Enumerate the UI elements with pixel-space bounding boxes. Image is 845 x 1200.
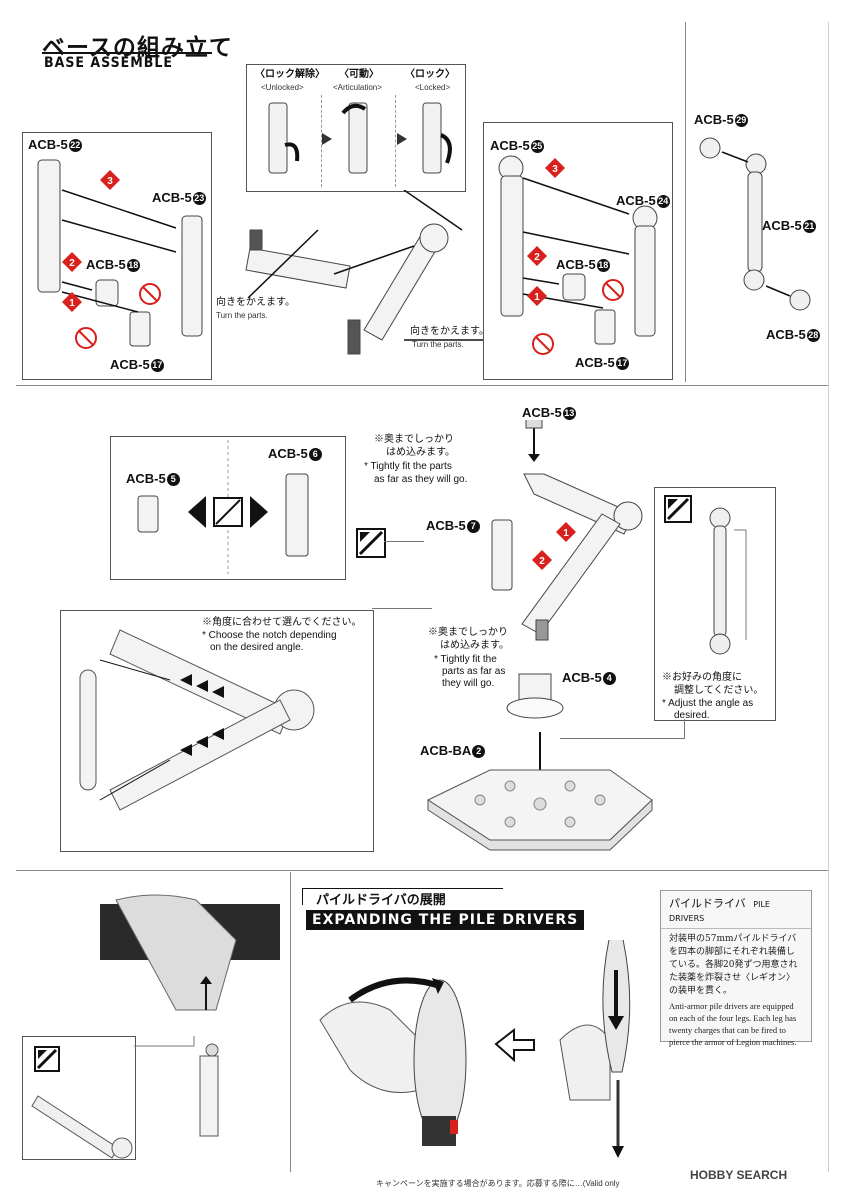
legend-unlocked-en: <Unlocked> <box>261 83 304 92</box>
turn-note-1-jp: 向きをかえます。 <box>216 297 295 308</box>
watermark: HOBBY SEARCH <box>690 1168 788 1182</box>
angle-note-en2: desired. <box>674 710 710 721</box>
svg-text:1: 1 <box>563 528 569 539</box>
legend-articulation-jp: 〈可動〉 <box>339 69 379 80</box>
lock-states-illustration <box>268 102 452 174</box>
svg-text:3: 3 <box>552 164 558 175</box>
lock-legend-box: 〈ロック解除〉 <Unlocked> 〈可動〉 <Articulation> 〈… <box>246 64 466 192</box>
optional-swap-icon <box>356 528 386 558</box>
pile-info-box: パイルドライバ PILE DRIVERS 対装甲の57mmパイルドライバを四本の… <box>660 890 812 1047</box>
rod-assembly-illustration <box>699 137 811 311</box>
page-title-en: BASE ASSEMBLE <box>44 55 174 71</box>
angle-note-en1: * Adjust the angle as <box>662 698 754 709</box>
step-left-illustration: 3 2 1 <box>37 159 203 349</box>
tight-fit-1-jp1: ※奥までしっかり <box>374 434 454 445</box>
notch-note-en1: * Choose the notch depending <box>202 630 337 641</box>
pile-info-title-en: PILE DRIVERS <box>669 900 770 923</box>
tight-fit-1-en2: as far as they will go. <box>374 474 468 485</box>
swap-illustration <box>137 440 309 574</box>
svg-text:1: 1 <box>534 292 540 303</box>
optional-angle-icon <box>664 495 692 523</box>
turn-note-1-en: Turn the parts. <box>216 311 268 320</box>
legend-locked-jp: 〈ロック〉 <box>405 69 455 80</box>
pile-driver-illustration <box>319 940 631 1158</box>
tight-fit-2-en3: they will go. <box>442 678 495 689</box>
svg-text:3: 3 <box>107 176 113 187</box>
legend-articulation-en: <Articulation> <box>333 83 382 92</box>
svg-text:2: 2 <box>534 252 540 263</box>
svg-text:2: 2 <box>69 258 75 269</box>
page-title-jp: ベースの組み立て <box>42 35 233 61</box>
title-underline <box>42 52 212 54</box>
pile-info-header: パイルドライバ PILE DRIVERS <box>661 891 811 929</box>
pile-info-desc-en: Anti-armor pile drivers are equipped on … <box>669 1001 797 1047</box>
section-divider-2 <box>16 870 829 871</box>
tight-fit-2-jp2: はめ込みます。 <box>440 640 509 651</box>
leg-joint-photo <box>100 894 280 1011</box>
footer-campaign-text: キャンペーンを実施する場合があります。応募する際に…(Valid only <box>376 1179 620 1188</box>
svg-text:2: 2 <box>539 556 545 567</box>
tight-fit-1-en1: * Tightly fit the parts <box>364 461 452 472</box>
base-plate-illustration <box>426 732 653 851</box>
turn-note-2-en: Turn the parts. <box>412 340 464 349</box>
socket-part-illustration <box>506 673 564 719</box>
tight-fit-2-en1: * Tightly fit the <box>434 654 497 665</box>
optional-stick-icon <box>34 1046 60 1072</box>
svg-text:1: 1 <box>69 298 75 309</box>
arm-assembly-top <box>245 190 484 355</box>
section-divider-v2 <box>290 872 291 1172</box>
arm-assembly-middle: 12 <box>491 420 643 641</box>
section-divider-v1 <box>685 22 686 382</box>
pile-title-jp: パイルドライバの展開 <box>316 893 446 908</box>
notch-note-en2: on the desired angle. <box>210 642 304 653</box>
tight-fit-2-jp1: ※奥までしっかり <box>428 627 508 638</box>
angle-rod-illustration <box>709 507 747 655</box>
turn-note-2-jp: 向きをかえます。 <box>410 326 489 337</box>
page-edge <box>828 22 829 1172</box>
step-right-illustration: 3 2 1 <box>498 155 658 355</box>
legend-locked-en: <Locked> <box>415 83 451 92</box>
pile-info-title-jp: パイルドライバ <box>669 897 746 910</box>
tight-fit-1-jp2: はめ込みます。 <box>386 447 455 458</box>
notch-note-jp: ※角度に合わせて選んでください。 <box>202 617 362 628</box>
pile-title-en: EXPANDING THE PILE DRIVERS <box>306 910 585 930</box>
section-divider-1 <box>16 385 829 386</box>
angle-note-jp1: ※お好みの角度に <box>662 672 742 683</box>
notch-illustration <box>79 629 315 811</box>
angle-note-jp2: 調整してください。 <box>674 685 764 696</box>
stick-illustration <box>31 1036 219 1159</box>
pile-info-desc-jp: 対装甲の57mmパイルドライバを四本の脚部にそれぞれ装備している。各脚20発ずつ… <box>669 934 798 996</box>
legend-unlocked-jp: 〈ロック解除〉 <box>255 69 325 80</box>
tight-fit-2-en2: parts as far as <box>442 666 506 677</box>
